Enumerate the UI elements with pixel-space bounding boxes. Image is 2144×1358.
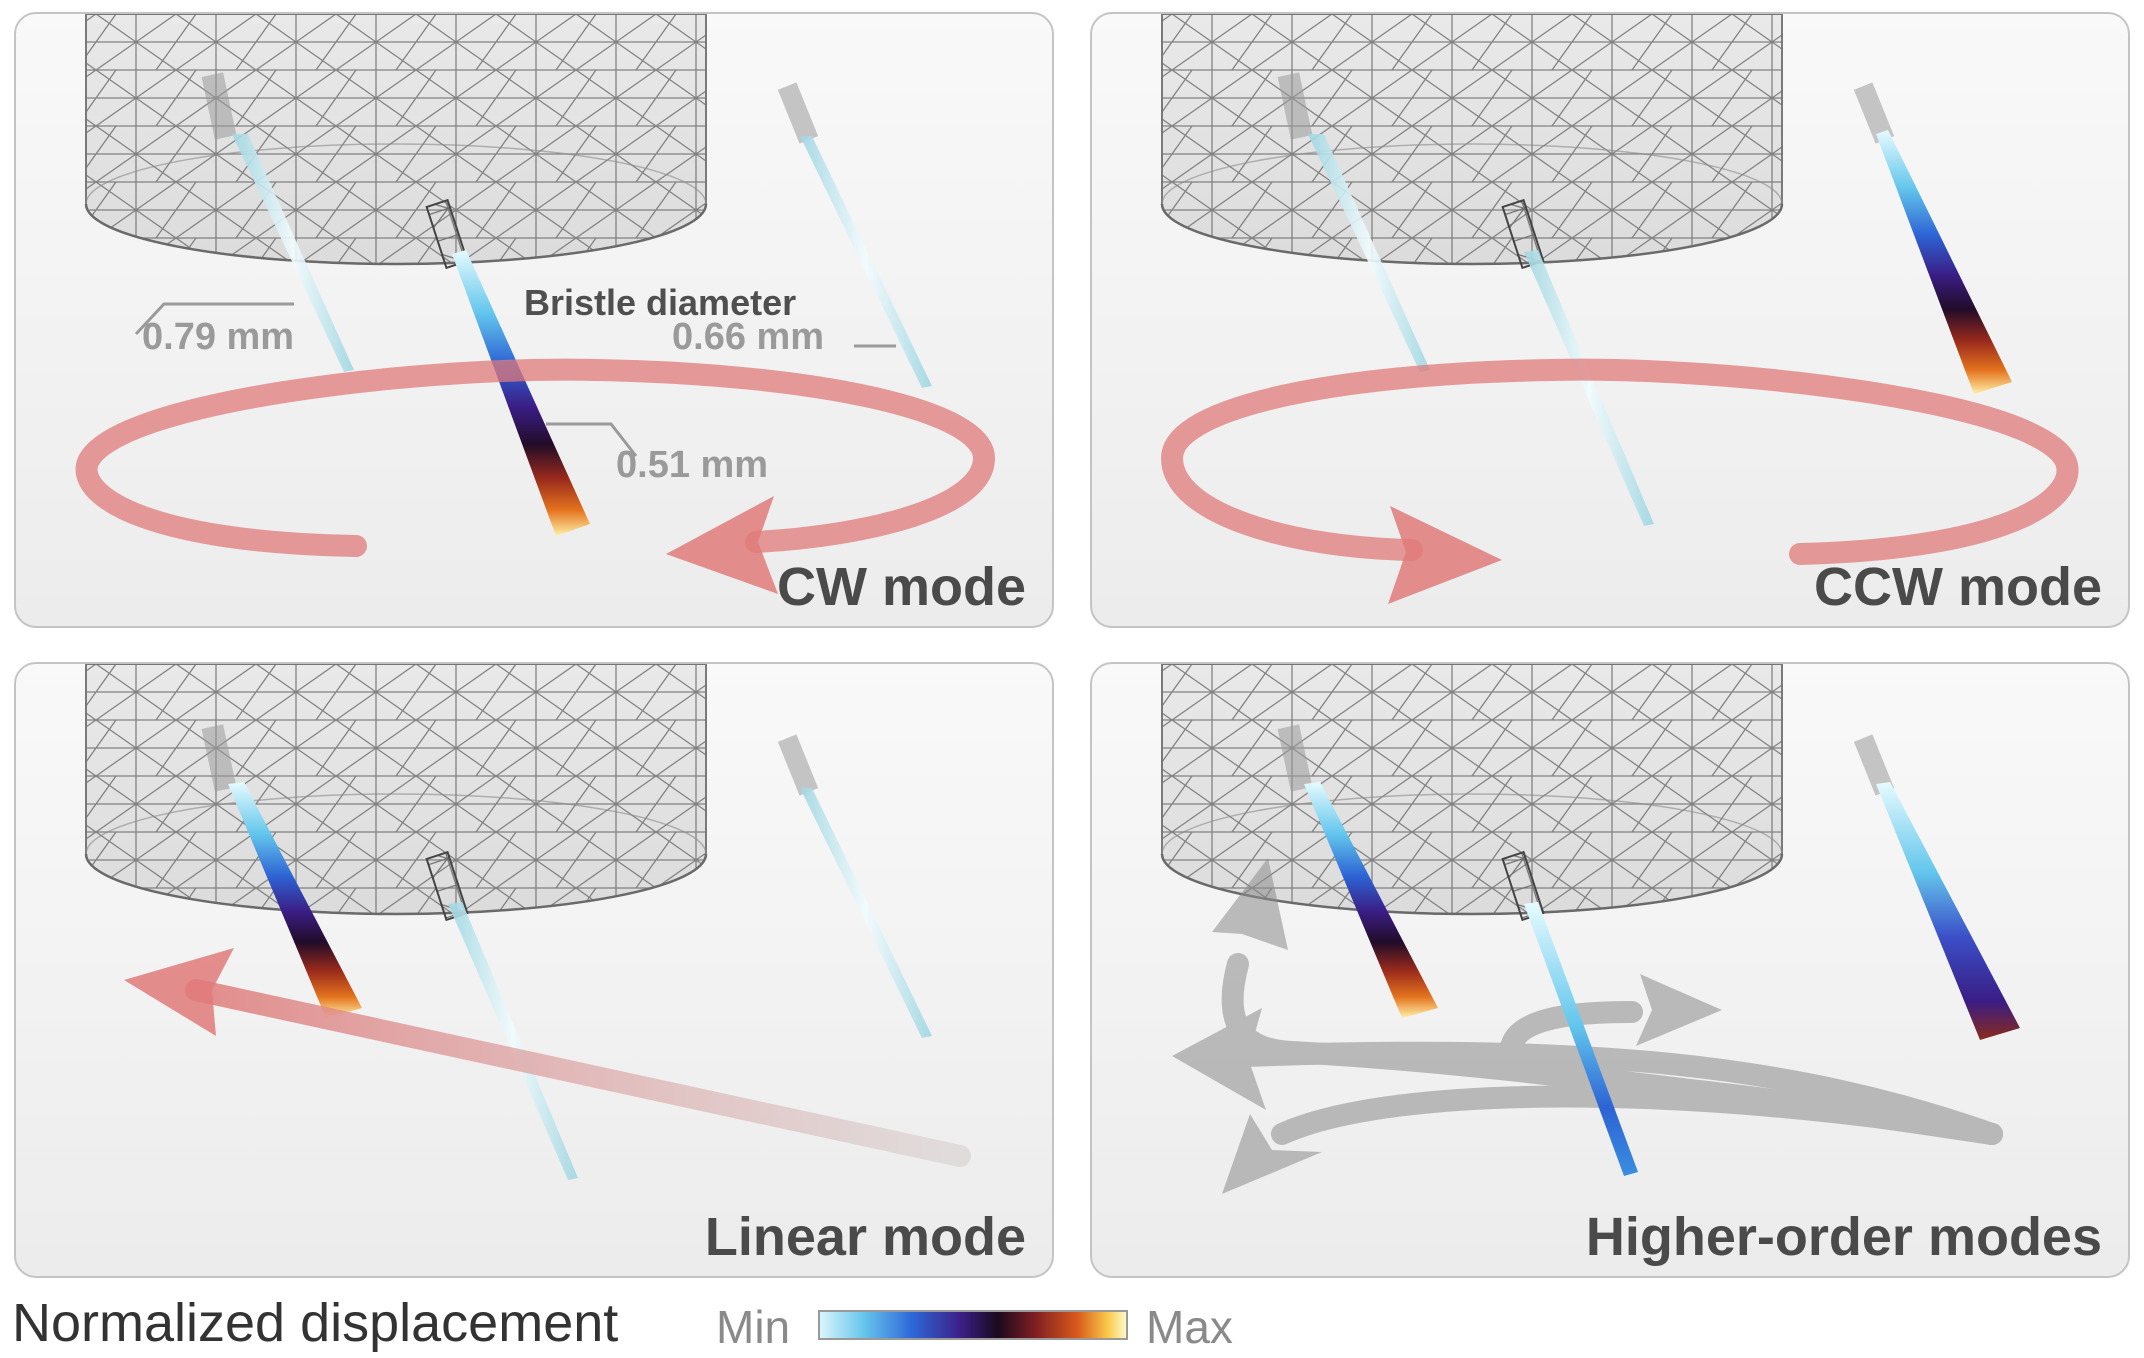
leader-left <box>134 302 294 336</box>
ccw-rotation-arrow <box>1160 358 2079 565</box>
ccw-arrowhead-icon <box>1388 506 1502 604</box>
bristle-left <box>1308 134 1430 372</box>
bristle-center-displaced <box>1524 902 1638 1176</box>
bristle-socket-right <box>777 82 819 144</box>
bristle-socket-left <box>1277 724 1313 792</box>
bristle-right-displaced <box>1876 782 2020 1040</box>
panel-cw-mode: Bristle diameter 0.79 mm 0.66 mm 0.51 mm… <box>14 12 1054 628</box>
panel-higher-order-modes: Higher-order modes <box>1090 662 2130 1278</box>
legend-title: Normalized displacement <box>12 1293 619 1353</box>
cw-rotation-arrow <box>75 358 996 557</box>
colormap-bar <box>818 1310 1128 1340</box>
brush-drum-mesh <box>84 14 708 266</box>
diameter-label-center: 0.51 mm <box>616 444 769 486</box>
linear-motion-arrow <box>185 979 971 1167</box>
bristle-socket-right <box>777 734 819 796</box>
linear-arrowhead-icon <box>124 948 234 1036</box>
bristle-right-displaced <box>1876 130 2012 394</box>
bristle-center-displaced <box>452 250 590 536</box>
bristle-socket-left <box>1277 72 1313 140</box>
bristle-right <box>800 136 932 388</box>
brush-drum-mesh <box>1160 14 1784 266</box>
bristle-center <box>1524 250 1654 526</box>
panel-ccw-mode: CCW mode <box>1090 12 2130 628</box>
mode-label-linear: Linear mode <box>704 1207 1026 1267</box>
arrowhead-up-left-icon <box>1212 858 1288 950</box>
diameter-label-right: 0.66 mm <box>672 316 825 358</box>
arrowhead-left-icon <box>1172 1008 1266 1110</box>
leader-center <box>546 422 638 457</box>
bristle-socket-left <box>201 724 237 792</box>
bristle-left-displaced <box>228 782 362 1018</box>
bristle-left <box>232 134 354 372</box>
panel-linear-mode: Linear mode <box>14 662 1054 1278</box>
higher-order-diagram <box>1160 664 2020 1194</box>
mode-label-ccw: CCW mode <box>1814 557 2102 617</box>
bristle-socket-right <box>1853 82 1895 144</box>
ccw-diagram <box>1160 14 2079 604</box>
cw-diagram <box>75 14 996 594</box>
brush-drum-mesh <box>84 664 708 916</box>
legend-max-label: Max <box>1146 1301 1233 1353</box>
cw-arrowhead-icon <box>666 496 778 594</box>
bristle-socket-left <box>201 72 237 140</box>
bristle-right <box>800 788 932 1038</box>
linear-diagram <box>84 664 971 1180</box>
diameter-label-left: 0.79 mm <box>142 316 295 358</box>
legend-min-label: Min <box>716 1301 791 1353</box>
arrowhead-right-icon <box>1636 974 1722 1046</box>
higher-order-motion-arrows <box>1172 858 2003 1194</box>
mode-label-higher-order: Higher-order modes <box>1585 1207 2102 1267</box>
arrowhead-down-left-icon <box>1222 1114 1322 1194</box>
displacement-legend: Normalized displacement Min Max <box>0 1288 2144 1358</box>
bristle-left-displaced <box>1304 782 1438 1018</box>
bristle-center <box>448 902 578 1180</box>
bristle-diameter-heading: Bristle diameter <box>524 282 797 323</box>
bristle-socket-right <box>1853 734 1895 796</box>
mode-label-cw: CW mode <box>777 557 1026 617</box>
